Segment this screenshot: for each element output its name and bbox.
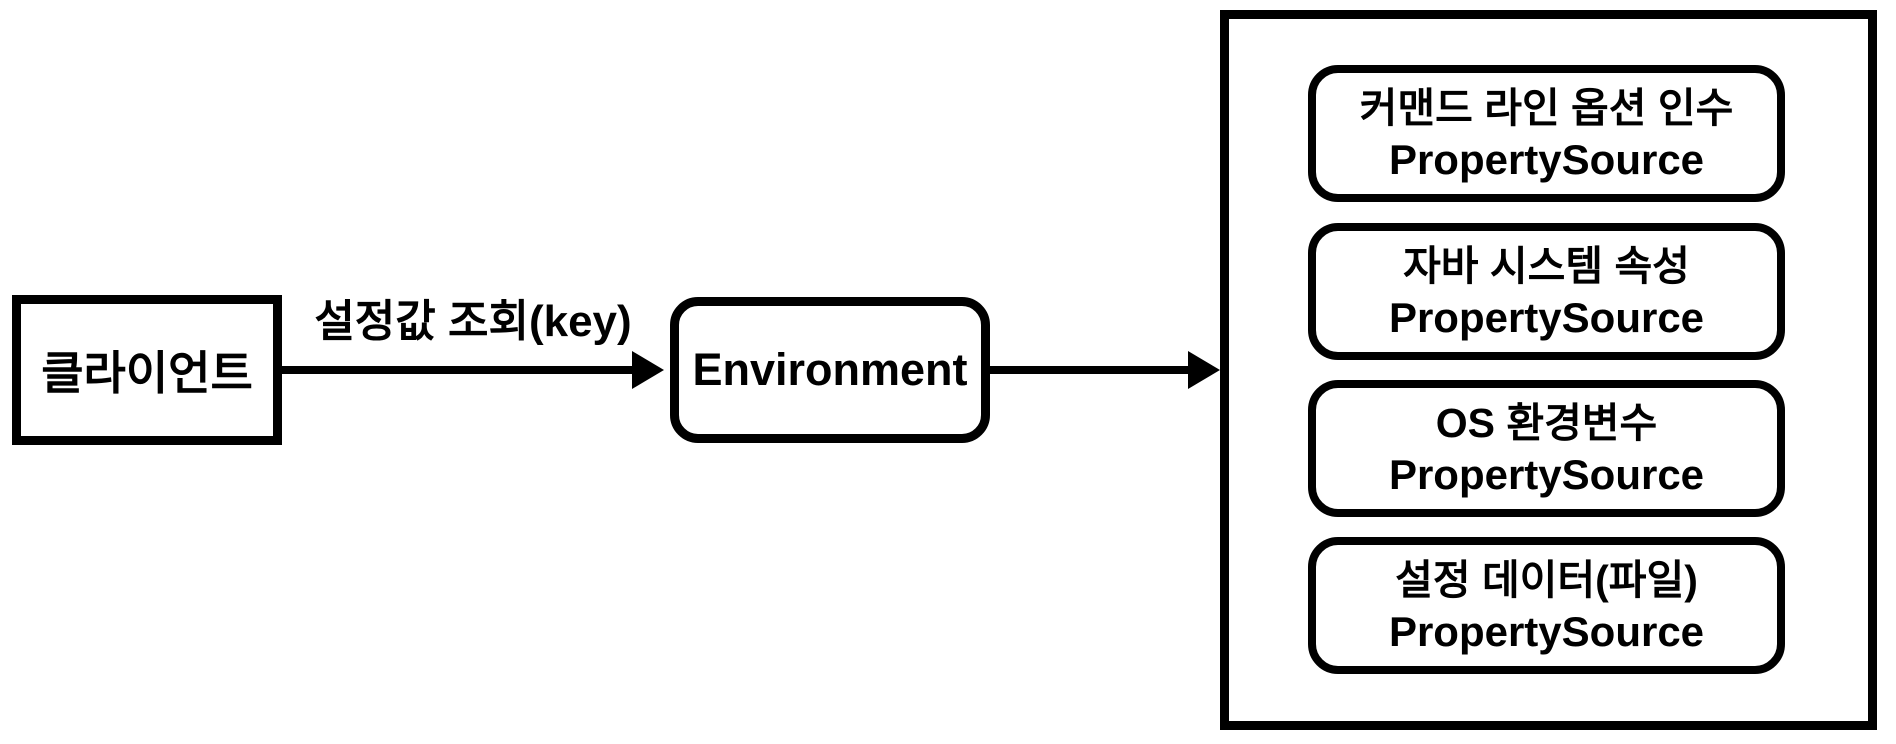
client-box-label: 클라이언트: [41, 347, 253, 399]
property-source-2-title: 자바 시스템 속성: [1403, 242, 1690, 289]
environment-box: Environment: [670, 297, 990, 443]
arrow1-right-arrow: [280, 366, 632, 374]
property-source-box-command-line: 커맨드 라인 옵션 인수 PropertySource: [1308, 65, 1785, 202]
arrow1-label: 설정값 조회(key): [314, 297, 632, 346]
property-source-1-subtitle: PropertySource: [1388, 135, 1705, 183]
property-sources-container: 커맨드 라인 옵션 인수 PropertySource 자바 시스템 속성 Pr…: [1220, 10, 1877, 730]
property-source-3-title: OS 환경변수: [1435, 399, 1658, 446]
property-source-4-title: 설정 데이터(파일): [1395, 556, 1698, 603]
property-source-box-os-env: OS 환경변수 PropertySource: [1308, 380, 1785, 517]
arrow2-right-arrow: [986, 366, 1188, 374]
property-source-box-java-system: 자바 시스템 속성 PropertySource: [1308, 223, 1785, 360]
property-source-2-subtitle: PropertySource: [1388, 293, 1705, 341]
property-source-4-subtitle: PropertySource: [1388, 607, 1705, 655]
property-source-box-config-data: 설정 데이터(파일) PropertySource: [1308, 537, 1785, 674]
environment-box-label: Environment: [692, 344, 968, 395]
client-box: 클라이언트: [12, 295, 282, 445]
property-source-1-title: 커맨드 라인 옵션 인수: [1359, 84, 1734, 131]
property-source-3-subtitle: PropertySource: [1388, 450, 1705, 498]
